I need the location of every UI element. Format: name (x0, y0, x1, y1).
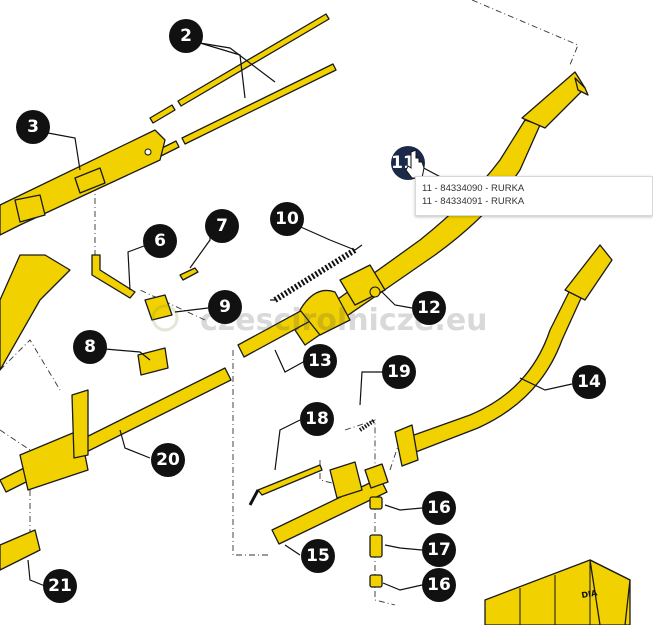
part-spring-10 (270, 244, 363, 303)
svg-text:10: 10 (275, 209, 299, 229)
svg-text:12: 12 (417, 298, 441, 318)
part-bracket-12 (339, 264, 386, 306)
callout-6[interactable]: 6 (143, 224, 177, 258)
callout-13[interactable]: 13 (303, 344, 337, 378)
svg-text:14: 14 (577, 372, 601, 392)
svg-text:3: 3 (27, 117, 39, 137)
callout-20[interactable]: 20 (151, 443, 185, 477)
svg-text:17: 17 (427, 540, 451, 560)
svg-text:6: 6 (154, 231, 166, 251)
svg-text:16: 16 (427, 575, 451, 595)
svg-text:16: 16 (427, 498, 451, 518)
part-arm-3 (0, 129, 166, 236)
part-spring-19 (358, 418, 377, 432)
svg-text:9: 9 (219, 297, 231, 317)
callout-16b[interactable]: 16 (422, 568, 456, 602)
part-small-parts (91, 254, 199, 376)
part-21 (0, 529, 41, 571)
svg-text:20: 20 (156, 450, 180, 470)
callout-21[interactable]: 21 (43, 569, 77, 603)
svg-text:19: 19 (387, 362, 411, 382)
svg-text:21: 21 (48, 576, 72, 596)
callout-17[interactable]: 17 (422, 533, 456, 567)
part-tube-13 (237, 289, 351, 358)
callout-8[interactable]: 8 (73, 330, 107, 364)
callout-10[interactable]: 10 (270, 202, 304, 236)
part-tube-14 (394, 244, 613, 467)
part-frame-left (0, 254, 71, 371)
part-tube-15 (271, 461, 389, 545)
svg-text:8: 8 (84, 337, 96, 357)
callout-12[interactable]: 12 (412, 291, 446, 325)
callout-14[interactable]: 14 (572, 365, 606, 399)
svg-text:7: 7 (216, 216, 228, 236)
crate-stamp: DIA (581, 588, 599, 600)
callout-16a[interactable]: 16 (422, 491, 456, 525)
part-tube-20 (0, 367, 232, 493)
callout-19[interactable]: 19 (382, 355, 416, 389)
parts-tooltip: 11 - 84334090 - RURKA 11 - 84334091 - RU… (415, 176, 653, 216)
svg-text:18: 18 (305, 409, 329, 429)
callout-9[interactable]: 9 (208, 290, 242, 324)
callout-7[interactable]: 7 (205, 209, 239, 243)
part-pin-18 (248, 464, 323, 506)
svg-text:13: 13 (308, 351, 332, 371)
crate-illustration: DIA (484, 559, 631, 626)
tooltip-item[interactable]: 11 - 84334090 - RURKA (422, 183, 525, 194)
tooltip-item[interactable]: 11 - 84334091 - RURKA (422, 196, 525, 207)
svg-text:2: 2 (180, 26, 192, 46)
hand-cursor-icon (405, 149, 425, 179)
callout-2[interactable]: 2 (169, 19, 203, 53)
part-bushings (369, 496, 383, 588)
callout-3[interactable]: 3 (16, 110, 50, 144)
callouts: 2 3 6 7 8 9 10 12 13 14 15 16 16 17 18 1… (16, 19, 606, 603)
callout-15[interactable]: 15 (301, 539, 335, 573)
svg-text:15: 15 (306, 546, 330, 566)
callout-18[interactable]: 18 (300, 402, 334, 436)
